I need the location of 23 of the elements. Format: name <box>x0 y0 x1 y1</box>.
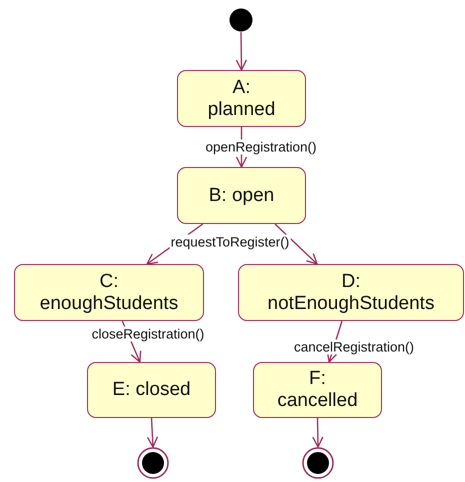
edge-label: closeRegistration() <box>90 326 206 342</box>
transition-arrow <box>146 418 158 448</box>
transition-arrow <box>236 32 248 71</box>
state-box <box>14 264 204 321</box>
state-name: E: closed <box>112 379 191 401</box>
state-name: C: enoughStudents <box>38 270 180 314</box>
state-box <box>87 362 216 418</box>
state-box <box>177 167 306 224</box>
state-name: B: open <box>208 184 274 206</box>
transition-arrow <box>312 418 324 448</box>
edge-label: requestToRegister() <box>170 234 290 250</box>
state-name: A: planned <box>206 76 276 120</box>
state-box <box>253 362 382 418</box>
edge-label: cancelRegistration() <box>292 340 416 354</box>
edge-label: openRegistration() <box>204 140 318 154</box>
transition-arrow <box>274 224 318 265</box>
state-box <box>238 264 464 321</box>
initial-state <box>229 8 253 32</box>
final-state <box>137 447 169 479</box>
state-box <box>177 70 306 127</box>
state-name: F: cancelled <box>276 368 359 412</box>
final-state <box>302 447 334 479</box>
state-name: D: notEnoughStudents <box>266 270 436 314</box>
